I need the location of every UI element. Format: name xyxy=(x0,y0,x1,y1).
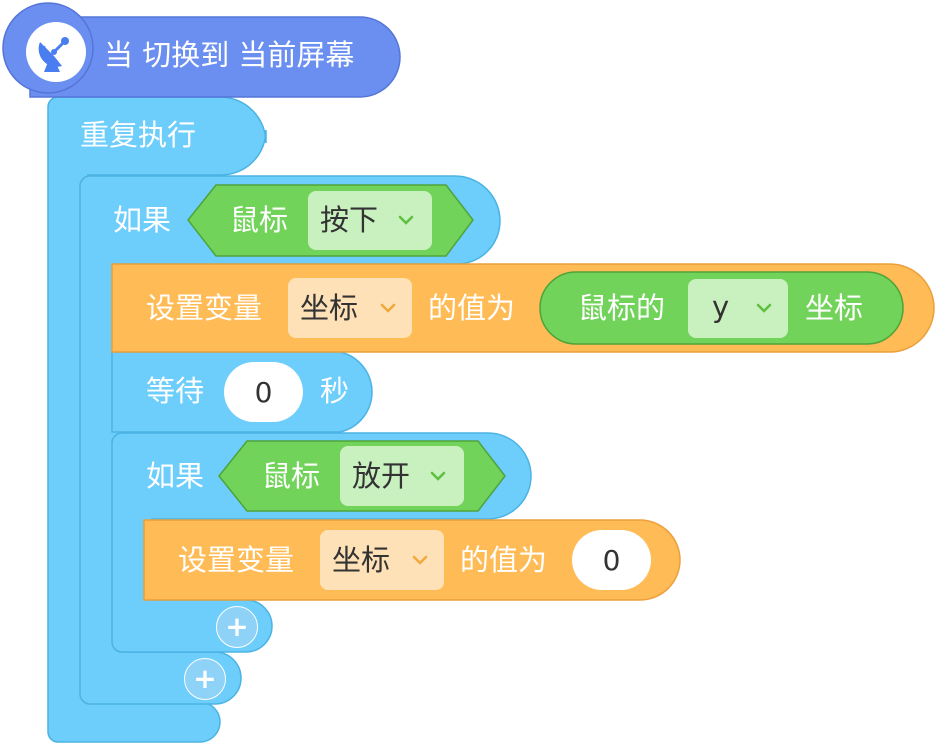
forever-block-label: 重复执行 xyxy=(80,118,197,152)
plus-icon: + xyxy=(225,610,249,643)
set-var-zero-label: 设置变量 xyxy=(178,543,295,577)
chevron-down-icon xyxy=(430,471,446,481)
add-block-button-outer[interactable]: + xyxy=(184,658,226,700)
wait-unit-label: 秒 xyxy=(320,374,350,408)
mouse-pressed-dropdown[interactable]: 按下 xyxy=(308,191,432,250)
mouse-released-label: 鼠标 xyxy=(262,459,321,493)
plus-icon: + xyxy=(193,662,217,695)
set-var-y-variable-dropdown[interactable]: 坐标 xyxy=(288,278,412,338)
set-var-zero-variable-dropdown[interactable]: 坐标 xyxy=(320,530,444,590)
mouse-released-dropdown-value: 放开 xyxy=(352,459,411,493)
mouse-reporter-label: 鼠标的 xyxy=(578,291,666,325)
chevron-down-icon xyxy=(412,555,428,565)
if-pressed-label: 如果 xyxy=(113,203,172,237)
satellite-dish-icon xyxy=(38,37,69,72)
mouse-axis-dropdown[interactable]: y xyxy=(688,279,788,338)
set-var-zero-value-input[interactable]: 0 xyxy=(572,530,651,590)
add-block-button-inner[interactable]: + xyxy=(216,606,258,648)
chevron-down-icon xyxy=(380,303,396,313)
chevron-down-icon xyxy=(398,215,414,225)
set-var-zero-variable-value: 坐标 xyxy=(332,543,391,577)
if-released-label: 如果 xyxy=(146,459,205,493)
set-var-zero-value-label: 的值为 xyxy=(460,543,548,577)
set-var-y-value-label: 的值为 xyxy=(428,291,516,325)
event-block-shape[interactable] xyxy=(29,16,401,98)
chevron-down-icon xyxy=(756,303,772,313)
event-block-label: 当 切换到 当前屏幕 xyxy=(104,38,355,72)
wait-seconds-input[interactable]: 0 xyxy=(224,362,303,422)
mouse-reporter-suffix: 坐标 xyxy=(805,291,864,325)
set-var-y-label: 设置变量 xyxy=(146,291,263,325)
mouse-pressed-dropdown-value: 按下 xyxy=(320,203,379,237)
mouse-axis-dropdown-value: y xyxy=(712,290,730,324)
wait-label: 等待 xyxy=(146,374,205,408)
mouse-pressed-label: 鼠标 xyxy=(230,203,289,237)
mouse-released-dropdown[interactable]: 放开 xyxy=(340,446,464,506)
set-var-y-variable-value: 坐标 xyxy=(300,291,359,325)
